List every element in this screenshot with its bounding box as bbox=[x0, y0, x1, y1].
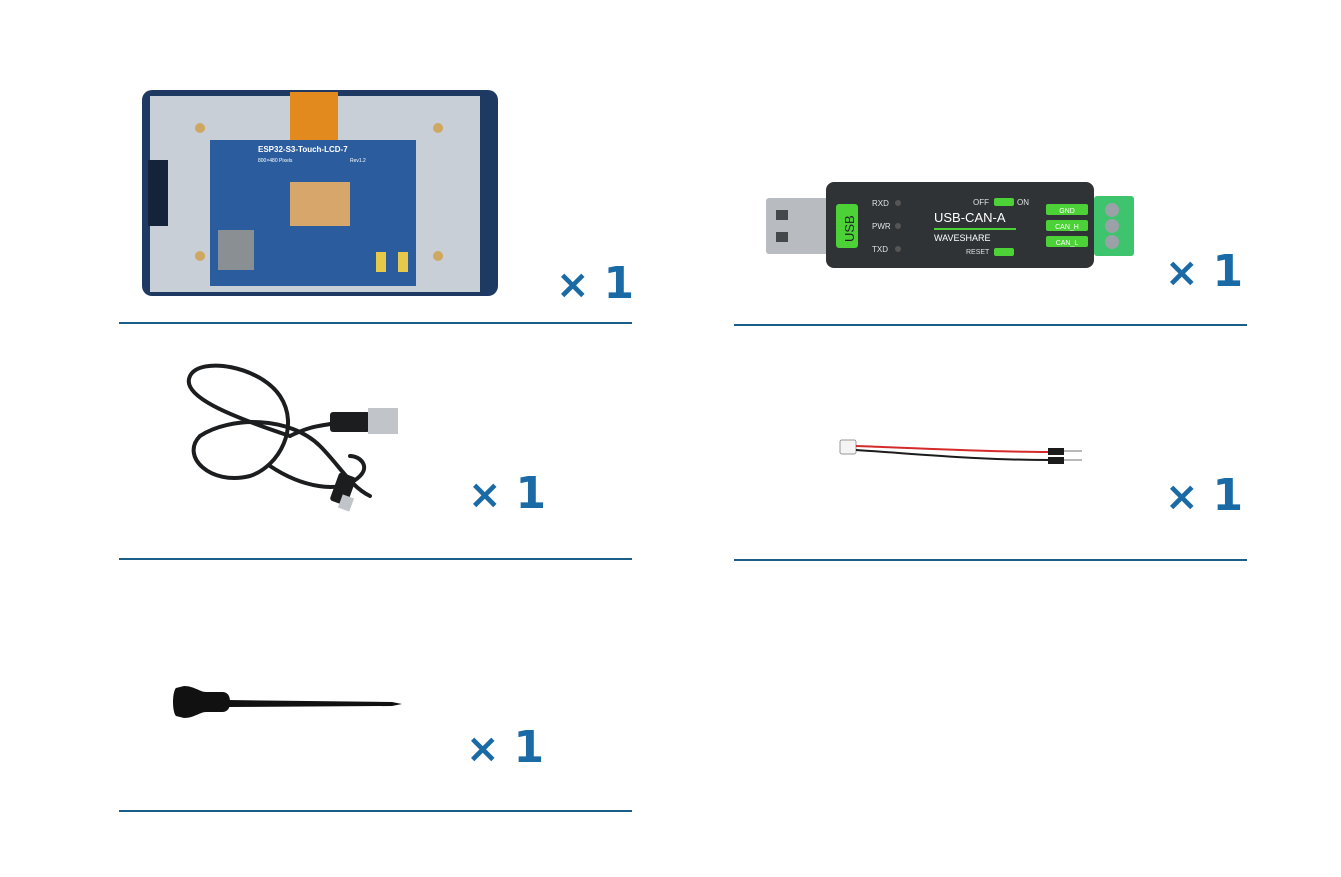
jumper-wire-image bbox=[838, 436, 1086, 470]
led-label-rxd: RXD bbox=[872, 199, 889, 208]
quantity-value: 1 bbox=[515, 468, 547, 519]
adapter-brand: WAVESHARE bbox=[934, 233, 991, 243]
multiply-icon: × bbox=[1165, 474, 1199, 520]
reset-label: RESET bbox=[966, 249, 990, 256]
adapter-model: USB-CAN-A bbox=[934, 210, 1006, 225]
divider-line bbox=[734, 559, 1247, 561]
screwdriver-image bbox=[170, 682, 406, 722]
led-label-pwr: PWR bbox=[872, 222, 891, 231]
divider-line bbox=[119, 558, 632, 560]
multiply-icon: × bbox=[466, 726, 500, 772]
board-rev: Rev1.2 bbox=[350, 158, 366, 164]
usb-can-adapter-image: USB RXD PWR TXD OFF ON USB-CAN-A WAVESHA… bbox=[764, 180, 1136, 272]
board-title: ESP32-S3-Touch-LCD-7 bbox=[258, 145, 348, 154]
divider-line bbox=[734, 324, 1247, 326]
multiply-icon: × bbox=[468, 472, 502, 518]
quantity-value: 1 bbox=[1212, 470, 1244, 521]
usb-c-cable-image bbox=[170, 356, 410, 526]
led-label-txd: TXD bbox=[872, 245, 888, 254]
divider-line bbox=[119, 322, 632, 324]
multiply-icon: × bbox=[556, 262, 590, 308]
quantity-lcd-board: ×1 bbox=[556, 262, 634, 308]
switch-on-label: ON bbox=[1017, 198, 1029, 207]
quantity-usb-c-cable: ×1 bbox=[468, 472, 546, 518]
quantity-jumper-wire: ×1 bbox=[1165, 474, 1243, 520]
terminal-can-l: CAN_L bbox=[1056, 240, 1079, 247]
switch-off-label: OFF bbox=[973, 198, 989, 207]
terminal-gnd: GND bbox=[1059, 208, 1075, 215]
terminal-can-h: CAN_H bbox=[1055, 224, 1079, 231]
lcd-board-image: ESP32-S3-Touch-LCD-7 800×480 Pixels Rev1… bbox=[140, 88, 500, 298]
quantity-value: 1 bbox=[603, 258, 635, 309]
quantity-value: 1 bbox=[1212, 246, 1244, 297]
multiply-icon: × bbox=[1165, 250, 1199, 296]
usb-label: USB bbox=[842, 215, 857, 242]
quantity-usb-can-adapter: ×1 bbox=[1165, 250, 1243, 296]
board-subtitle: 800×480 Pixels bbox=[258, 158, 293, 164]
quantity-screwdriver: ×1 bbox=[466, 726, 544, 772]
quantity-value: 1 bbox=[513, 722, 545, 773]
divider-line bbox=[119, 810, 632, 812]
